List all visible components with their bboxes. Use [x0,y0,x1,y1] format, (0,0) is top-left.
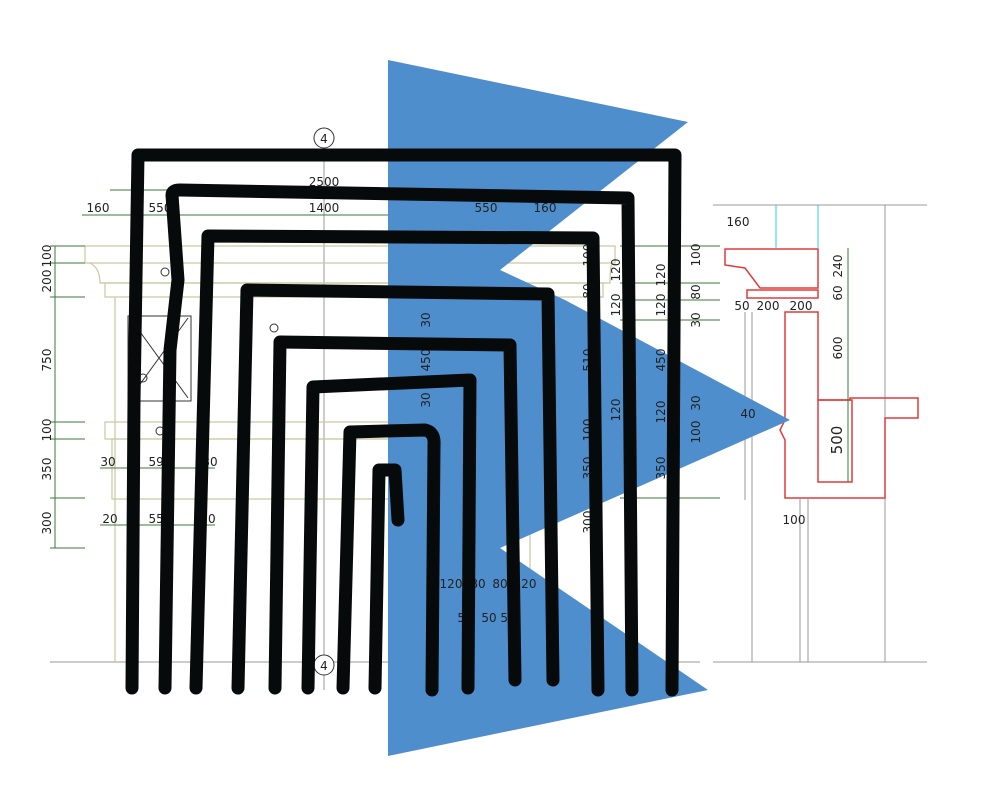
dimension-label: 50 [734,299,749,313]
axis-bubble-bottom: 4 [320,659,328,673]
dimension-label: 160 [534,201,557,215]
dimension-label: 160 [727,215,750,229]
dimension-label: 200 [790,299,813,313]
dimension-label: 30 [419,312,433,327]
dimension-label: 550 [149,201,172,215]
dimension-label: 100 [40,245,54,268]
dimension-label: 300 [40,512,54,535]
dimension-label: 40 [740,407,755,421]
dimension-label: 200 [40,270,54,293]
dimension-label: 120 [654,264,668,287]
dimension-label: 100 [40,419,54,442]
dimension-label: 2500 [309,175,340,189]
dimension-label: 750 [40,349,54,372]
dimension-label: 600 [831,337,845,360]
dimension-label: 550 [475,201,498,215]
dimension-label: 100 [689,421,703,444]
dimension-label: 120 [654,401,668,424]
dimension-label: 30 [100,455,115,469]
dimension-label: 60 [831,285,845,300]
dimension-label: 120 [654,294,668,317]
dimension-label: 120 [440,577,463,591]
dimension-label: 240 [831,255,845,278]
dimension-label: 200 [757,299,780,313]
dimension-label: 1400 [309,201,340,215]
dimension-label: 100 [689,244,703,267]
dimension-label: 120 [609,399,623,422]
window-left [127,315,192,402]
dimension-label: 450 [654,349,668,372]
dimension-label: 30 [419,392,433,407]
dimension-label: 100 [783,513,806,527]
dimension-label: 120 [609,259,623,282]
dimension-label: 80 [492,577,507,591]
dimension-label: 20 [102,512,117,526]
dimension-label: 350 [40,458,54,481]
dimension-label: 50 [481,611,496,625]
black-arch-strokes [125,148,682,697]
dimension-label: 500 [828,426,846,455]
wall-section [713,204,927,663]
dimension-label: 120 [609,294,623,317]
dimension-label: 80 [689,284,703,299]
axis-bubble-top: 4 [320,132,328,146]
dimension-label: 350 [654,457,668,480]
dimension-label: 30 [689,312,703,327]
dimension-label: 450 [419,349,433,372]
dimension-label: 160 [87,201,110,215]
dimension-label: 30 [689,395,703,410]
